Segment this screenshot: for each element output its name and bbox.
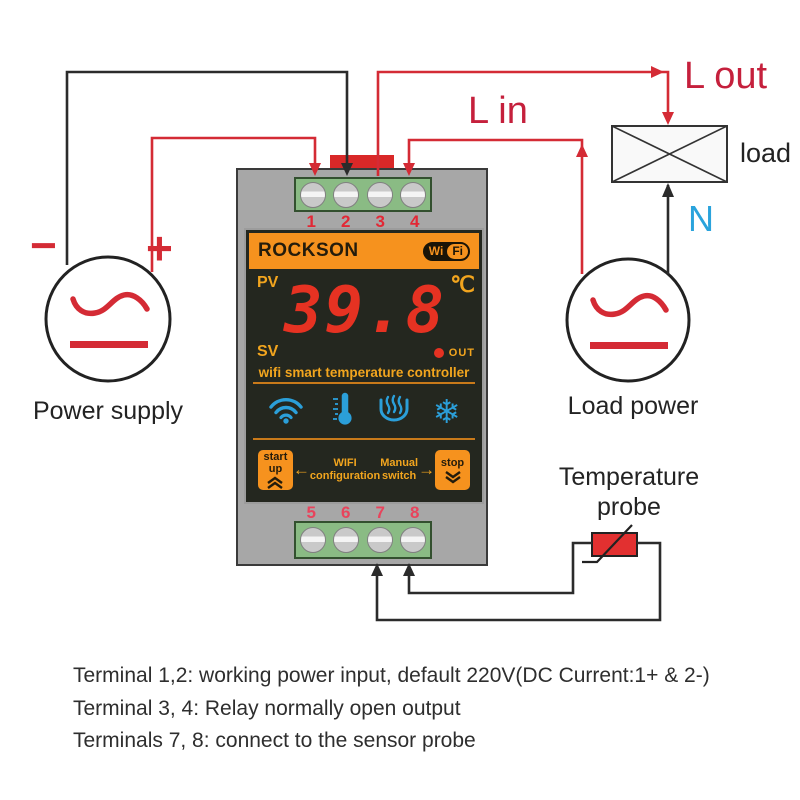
start-up-label: start up xyxy=(263,450,288,475)
note-line-3: Terminals 7, 8: connect to the sensor pr… xyxy=(73,729,476,752)
panel-divider-top xyxy=(253,382,475,384)
temperature-probe-symbol xyxy=(582,524,638,564)
wifi-logo-wi: Wi xyxy=(428,244,444,258)
celsius-unit: ℃ xyxy=(450,272,475,297)
stop-label: stop xyxy=(440,456,465,469)
out-led xyxy=(433,348,444,358)
left-arrow-icon: ← xyxy=(292,460,310,479)
terminal-screw-4 xyxy=(400,181,427,208)
arrow-l-out-right xyxy=(651,66,664,78)
arrow-neutral-up xyxy=(662,183,674,197)
terminal-number-6: 6 xyxy=(341,503,351,522)
terminal-screw-2 xyxy=(333,181,360,208)
terminal-screw-5 xyxy=(299,527,326,553)
status-icons-row: ❄ xyxy=(249,385,479,437)
wifi-logo-fi: Fi xyxy=(447,243,468,259)
load-power-symbol xyxy=(565,257,691,383)
wifi-config-line2: configuration xyxy=(309,470,381,482)
temperature-readout: 39.8 xyxy=(283,274,447,348)
neutral-label: N xyxy=(688,198,714,239)
minus-label: − xyxy=(30,219,57,271)
panel-divider-bottom xyxy=(253,438,475,440)
wifi-configuration-label: WIFI configuration xyxy=(310,457,380,483)
load-symbol xyxy=(611,125,728,183)
l-out-label: L out xyxy=(684,55,768,97)
manual-switch-line1: Manual xyxy=(380,457,419,470)
l-in-label: L in xyxy=(468,90,528,132)
arrow-l-in-up xyxy=(576,144,588,157)
terminal-number-7: 7 xyxy=(375,503,385,522)
temperature-controller-device: 1 2 3 4 ROCKSON Wi Fi PV 39.8 ℃ SV OUT w… xyxy=(236,168,488,566)
wifi-logo: Wi Fi xyxy=(422,241,470,261)
terminal-screw-1 xyxy=(299,181,326,208)
power-supply-label: Power supply xyxy=(32,397,184,425)
out-label: OUT xyxy=(448,347,475,359)
terminal-screw-8 xyxy=(400,527,427,553)
note-line-1: Terminal 1,2: working power input, defau… xyxy=(73,664,710,687)
manual-switch-line2: switch xyxy=(382,470,417,482)
load-power-label: Load power xyxy=(567,392,699,420)
manual-switch-label: Manual switch xyxy=(380,457,418,483)
terminal-number-3: 3 xyxy=(375,212,385,231)
controls-row: start up ← WIFI configuration Manual swi… xyxy=(249,441,479,499)
arrow-into-load xyxy=(662,112,674,125)
out-indicator: OUT xyxy=(433,347,475,359)
terminal-numbers-bottom: 5 6 7 8 xyxy=(294,503,432,523)
power-supply-symbol xyxy=(44,255,172,383)
plus-label: + xyxy=(146,222,173,274)
terminal-screw-3 xyxy=(366,181,393,208)
stop-button[interactable]: stop xyxy=(435,450,470,490)
sv-label: SV xyxy=(257,343,279,360)
load-label: load xyxy=(740,138,792,168)
terminal-screw-7 xyxy=(366,527,393,553)
snowflake-icon: ❄ xyxy=(432,391,461,431)
device-tagline: wifi smart temperature controller xyxy=(258,365,470,380)
pv-label: PV xyxy=(257,274,279,291)
right-arrow-icon: → xyxy=(418,460,436,479)
start-up-button[interactable]: start up xyxy=(258,450,293,490)
brand-name: ROCKSON xyxy=(258,240,359,261)
wifi-icon xyxy=(268,394,304,429)
terminal-number-8: 8 xyxy=(410,503,420,522)
terminal-block-bottom xyxy=(294,521,432,559)
lcd-display: PV 39.8 ℃ SV OUT wifi smart temperature … xyxy=(249,269,479,381)
temperature-probe-label: Temperature probe xyxy=(558,463,700,521)
terminal-notes: Terminal 1,2: working power input, defau… xyxy=(73,660,710,758)
thermometer-icon xyxy=(325,392,355,431)
heating-icon xyxy=(376,393,412,430)
note-line-2: Terminal 3, 4: Relay normally open outpu… xyxy=(73,696,461,720)
front-panel: ROCKSON Wi Fi PV 39.8 ℃ SV OUT wifi smar… xyxy=(244,228,484,504)
terminal-block-top xyxy=(294,177,432,212)
terminal-screw-6 xyxy=(333,527,360,553)
wifi-config-line1: WIFI xyxy=(333,457,357,470)
terminal-number-5: 5 xyxy=(306,503,316,522)
